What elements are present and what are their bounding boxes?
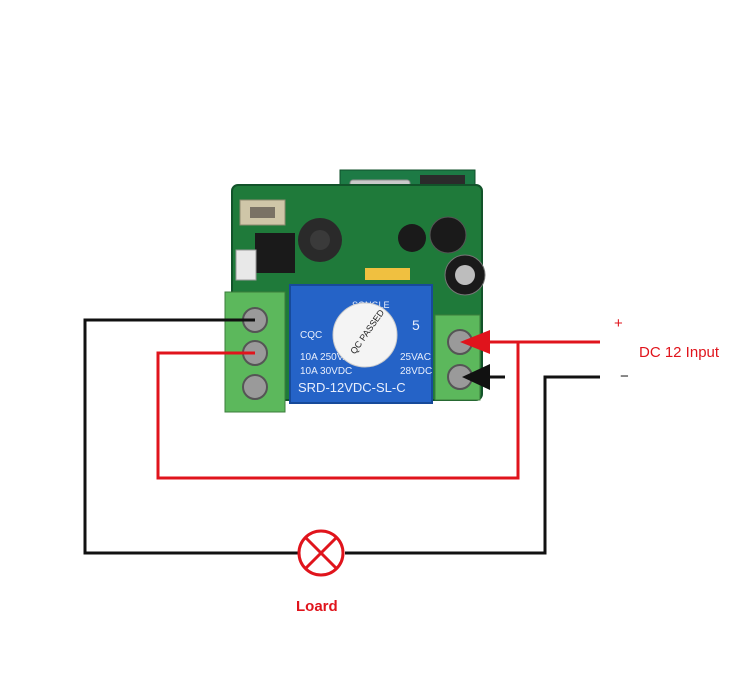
relay-voltage: 5	[412, 317, 420, 333]
relay-cert: CQC	[300, 330, 322, 341]
relay-rating-1: 10A 250VAC	[300, 352, 357, 363]
negative-label: −	[620, 368, 629, 385]
relay-model: SRD-12VDC-SL-C	[298, 380, 406, 395]
relay-rating-2: 10A 30VDC	[300, 366, 352, 377]
negative-arrow	[462, 364, 490, 390]
relay-rating-right-2: 28VDC	[400, 366, 432, 377]
power-input-label: DC 12 Input	[639, 344, 720, 361]
positive-arrow	[460, 330, 490, 354]
positive-label: +	[614, 315, 623, 332]
load-lamp-icon	[297, 529, 345, 577]
relay-rating-right-1: 25VAC	[400, 352, 431, 363]
load-label: Loard	[296, 598, 338, 615]
relay: SONGLE CQC 5 10A 250VAC 10A 30VDC 25VAC …	[289, 284, 433, 404]
